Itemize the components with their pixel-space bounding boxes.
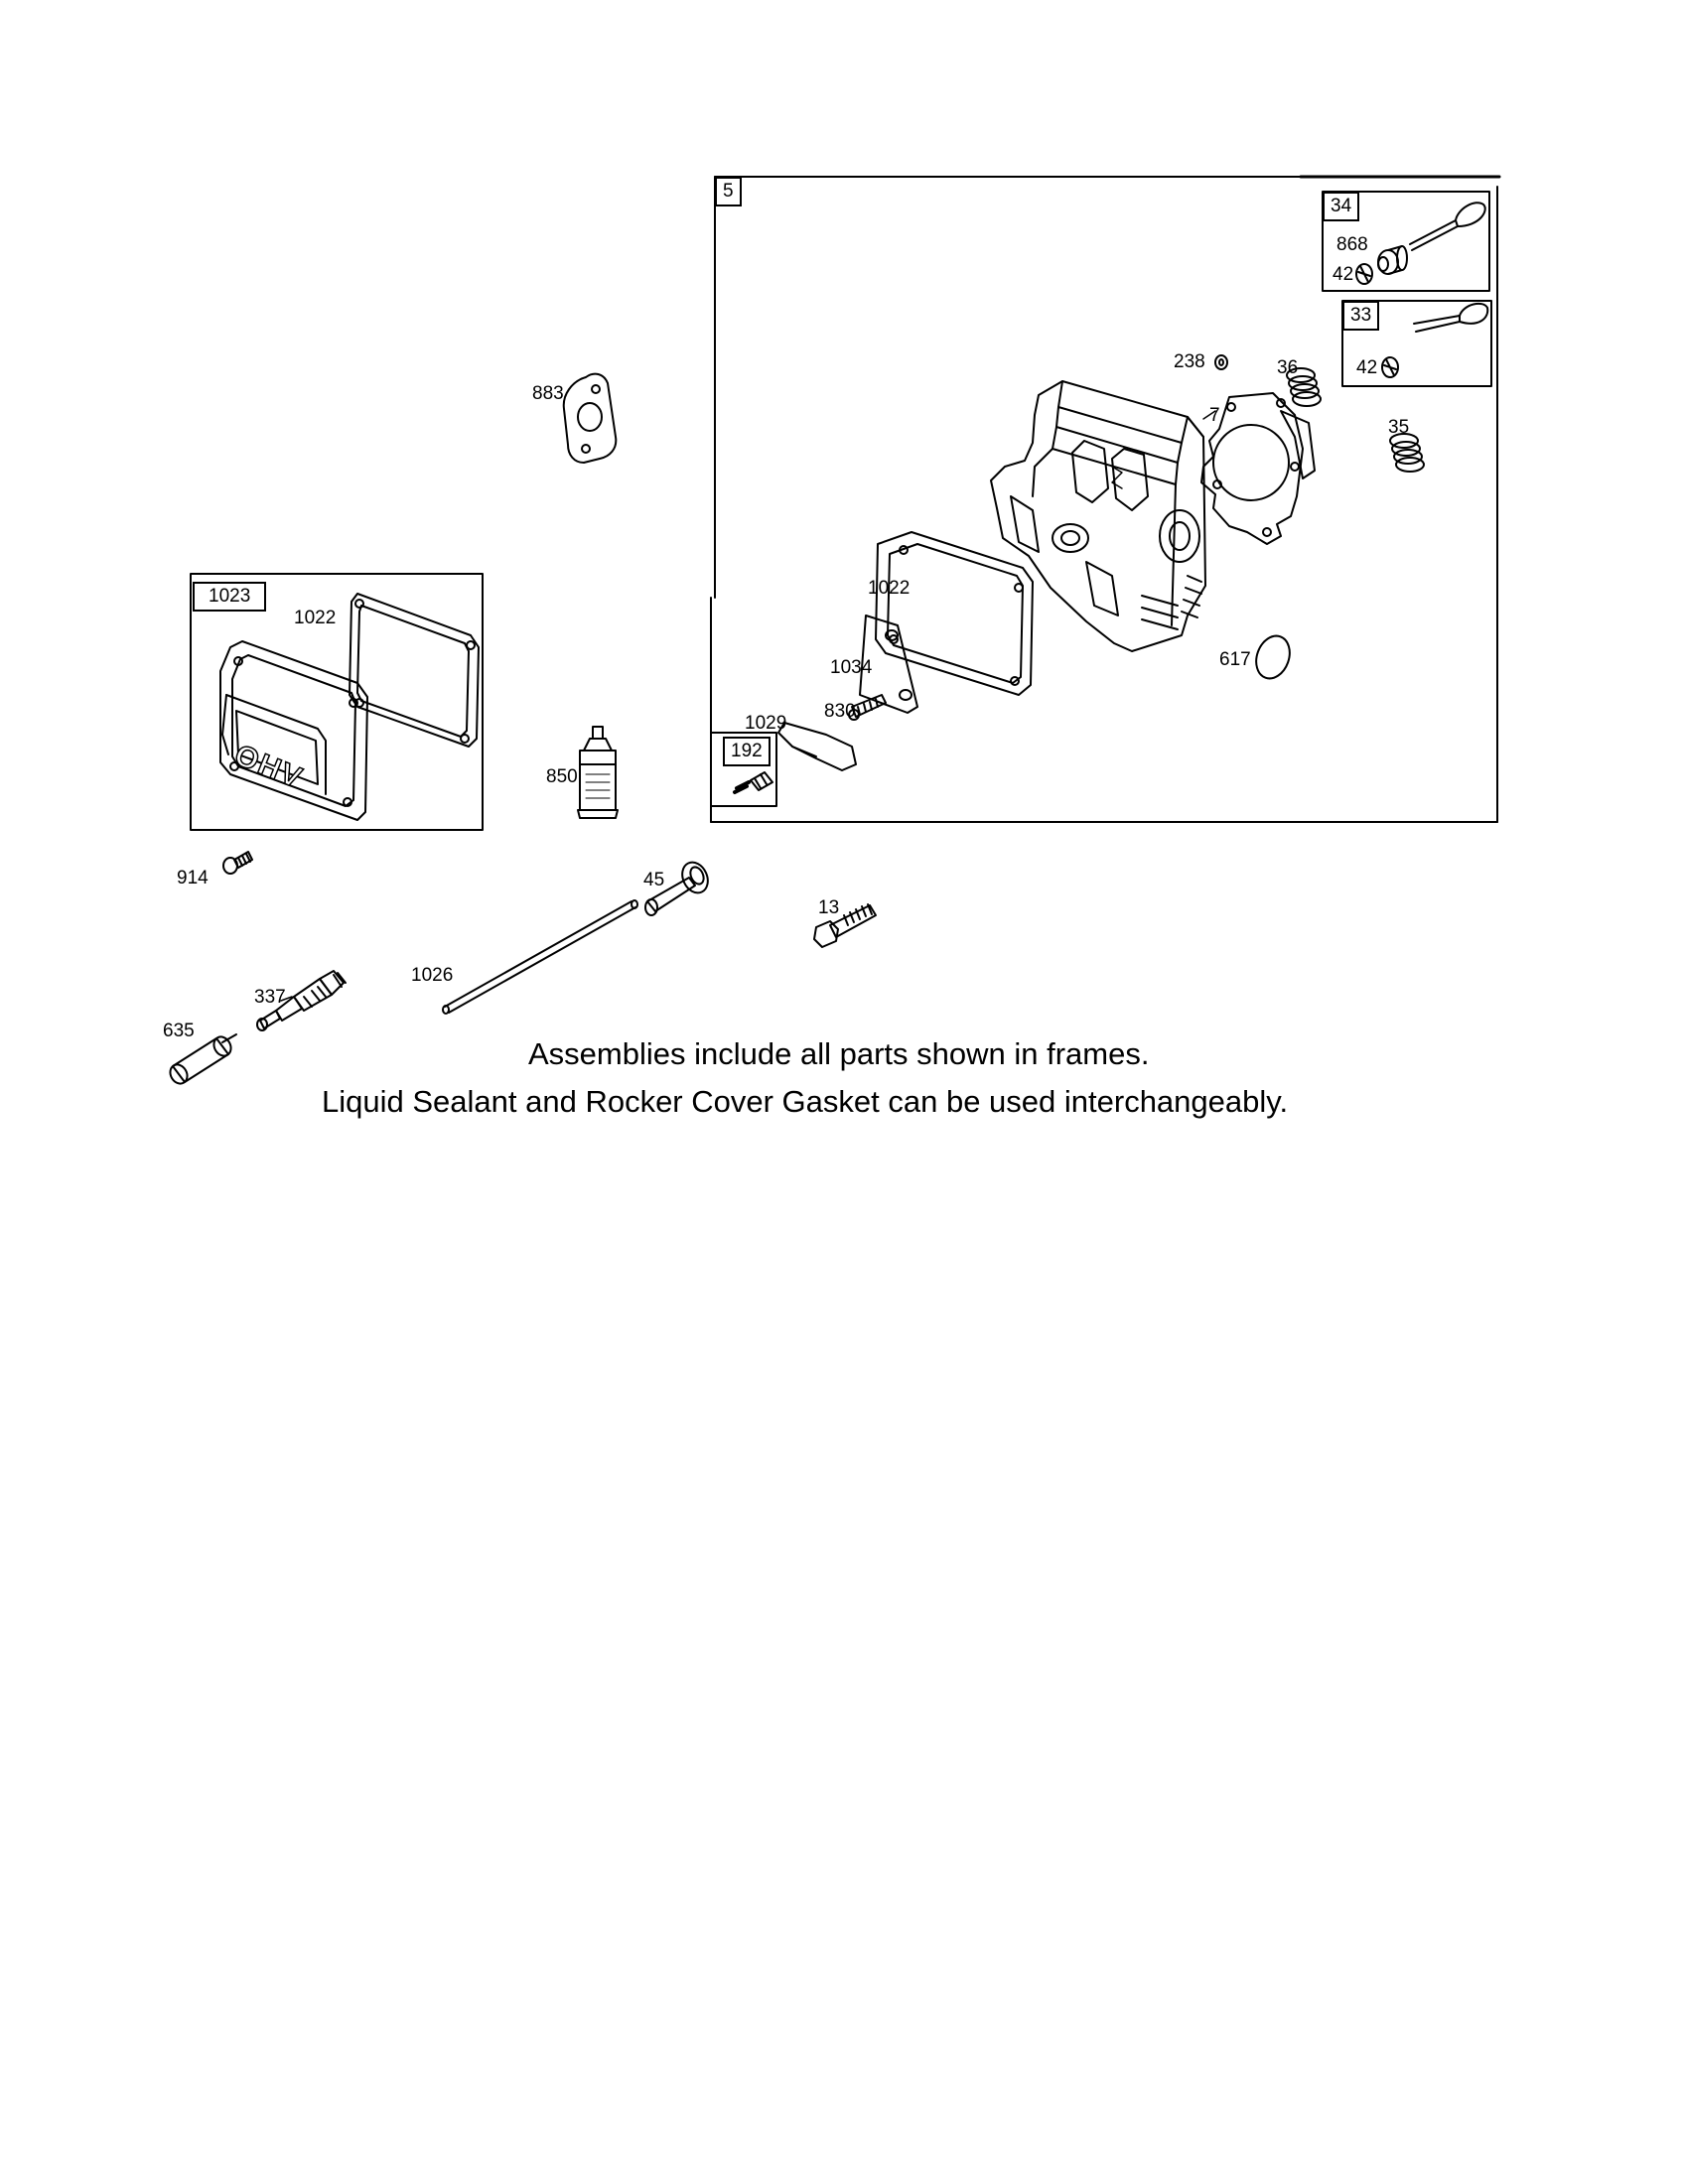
callout-1022-left: 1022 <box>294 608 337 628</box>
bolt-13-icon <box>814 904 876 947</box>
o-ring-617-icon <box>1250 631 1295 683</box>
cylinder-head-icon <box>991 381 1205 651</box>
valve-34-icon <box>1410 203 1485 250</box>
callout-36: 36 <box>1277 357 1299 378</box>
assembly-frame-34 <box>1323 192 1489 291</box>
callout-238: 238 <box>1174 351 1205 372</box>
callout-34: 34 <box>1323 192 1360 221</box>
valve-33-icon <box>1414 304 1487 332</box>
assembly-frame-1023 <box>191 574 483 830</box>
callout-45: 45 <box>643 870 665 890</box>
valve-keeper-42b-icon <box>1382 357 1398 377</box>
leader-lines <box>281 411 1215 1001</box>
note-assemblies: Assemblies include all parts shown in fr… <box>528 1036 1150 1071</box>
callout-5: 5 <box>715 177 742 206</box>
rocker-cover-icon <box>220 641 367 820</box>
callout-1023: 1023 <box>193 582 267 612</box>
screw-914-icon <box>223 852 252 874</box>
callout-830: 830 <box>824 701 856 722</box>
callout-1029: 1029 <box>745 713 787 734</box>
callout-42b: 42 <box>1356 357 1378 378</box>
callout-883: 883 <box>532 383 564 404</box>
adjuster-192-icon <box>735 772 772 792</box>
callout-35: 35 <box>1388 417 1410 438</box>
callout-192: 192 <box>723 737 771 766</box>
callout-42a: 42 <box>1333 264 1354 285</box>
spark-plug-boot-635-icon <box>167 1033 236 1086</box>
assembly-frame-5 <box>711 177 1499 822</box>
tappet-45-icon <box>645 858 713 915</box>
callout-13: 13 <box>818 897 840 918</box>
rocker-gasket-1022-right-icon <box>876 532 1033 695</box>
callout-1026: 1026 <box>411 965 454 986</box>
valve-seal-868-icon <box>1378 246 1407 274</box>
head-gasket-7-icon <box>1201 393 1315 544</box>
callout-617: 617 <box>1219 649 1251 670</box>
valve-spring-36-icon <box>1287 368 1321 406</box>
callout-1034: 1034 <box>830 657 873 678</box>
assembly-frame-33 <box>1342 301 1491 386</box>
callout-1022-right: 1022 <box>868 578 911 599</box>
plate-1034-icon <box>860 615 917 713</box>
callout-850: 850 <box>546 766 578 787</box>
spark-plug-337-icon <box>257 971 346 1030</box>
rocker-gasket-1022-left-icon <box>350 594 479 747</box>
note-sealant: Liquid Sealant and Rocker Cover Gasket c… <box>322 1084 1289 1119</box>
callout-7: 7 <box>1209 405 1220 426</box>
sealant-tube-850-icon <box>578 727 618 818</box>
washer-238-icon <box>1215 355 1227 369</box>
callout-337: 337 <box>254 987 286 1008</box>
callout-33: 33 <box>1342 301 1380 331</box>
intake-gasket-883-icon <box>564 374 617 463</box>
callout-868: 868 <box>1336 234 1368 255</box>
assembly-frame-192 <box>711 733 776 806</box>
callout-635: 635 <box>163 1021 195 1041</box>
callout-914: 914 <box>177 868 209 888</box>
stud-830-icon <box>849 695 886 720</box>
rocker-arm-1029-icon <box>778 723 856 770</box>
valve-keeper-42-icon <box>1356 264 1372 284</box>
push-rod-1026-icon <box>443 900 637 1014</box>
valve-spring-35-icon <box>1390 434 1424 472</box>
